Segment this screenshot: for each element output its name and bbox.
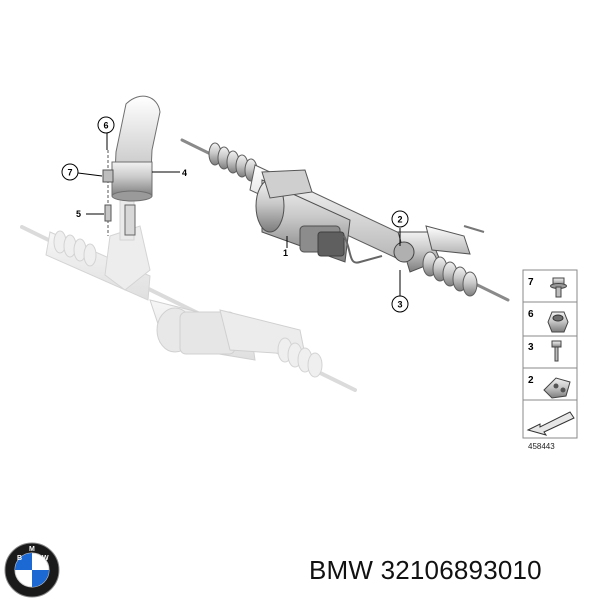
callout-7: 7 [61,163,79,181]
diagram-id: 458443 [528,442,555,451]
callout-6: 6 [97,116,115,134]
brand-name: BMW [309,555,374,585]
callout-1: 1 [283,248,288,258]
logo-letter-m: M [29,546,35,553]
legend-item-7: 7 [528,277,567,298]
legend-item-2: 2 [528,375,571,399]
bmw-logo-icon: B M W [4,542,60,598]
part-number: 32106893010 [380,555,542,585]
svg-text:3: 3 [397,300,402,310]
part-number-caption: BMW 32106893010 [309,555,542,586]
callout-4: 4 [182,168,187,178]
callout-leaders [77,133,401,296]
svg-text:6: 6 [528,309,534,320]
svg-text:7: 7 [67,168,72,178]
hex-nut-icon [547,311,569,333]
parts-legend: 7 6 3 2 [522,269,578,439]
callout-3: 3 [391,295,409,313]
logo-letter-w: W [42,555,49,562]
legend-item-6: 6 [528,309,569,333]
svg-text:5: 5 [76,209,81,219]
shaft-hardware [102,150,136,236]
ghost-steering-rack [20,199,357,392]
callout-2: 2 [391,210,409,228]
bracket-icon [543,377,571,399]
svg-text:3: 3 [528,342,534,353]
svg-text:7: 7 [528,277,534,288]
legend-item-3: 3 [528,340,562,362]
svg-text:2: 2 [397,215,402,225]
direction-arrow-icon [526,411,575,436]
logo-letter-b: B [17,555,22,562]
steering-shaft-cover [111,95,161,202]
svg-text:1: 1 [283,248,288,258]
main-steering-rack [180,138,510,302]
flange-bolt-icon [550,277,567,298]
svg-text:2: 2 [528,375,534,386]
svg-text:6: 6 [103,121,108,131]
svg-text:4: 4 [182,168,187,178]
screw-icon [551,340,562,362]
callout-5: 5 [76,209,81,219]
